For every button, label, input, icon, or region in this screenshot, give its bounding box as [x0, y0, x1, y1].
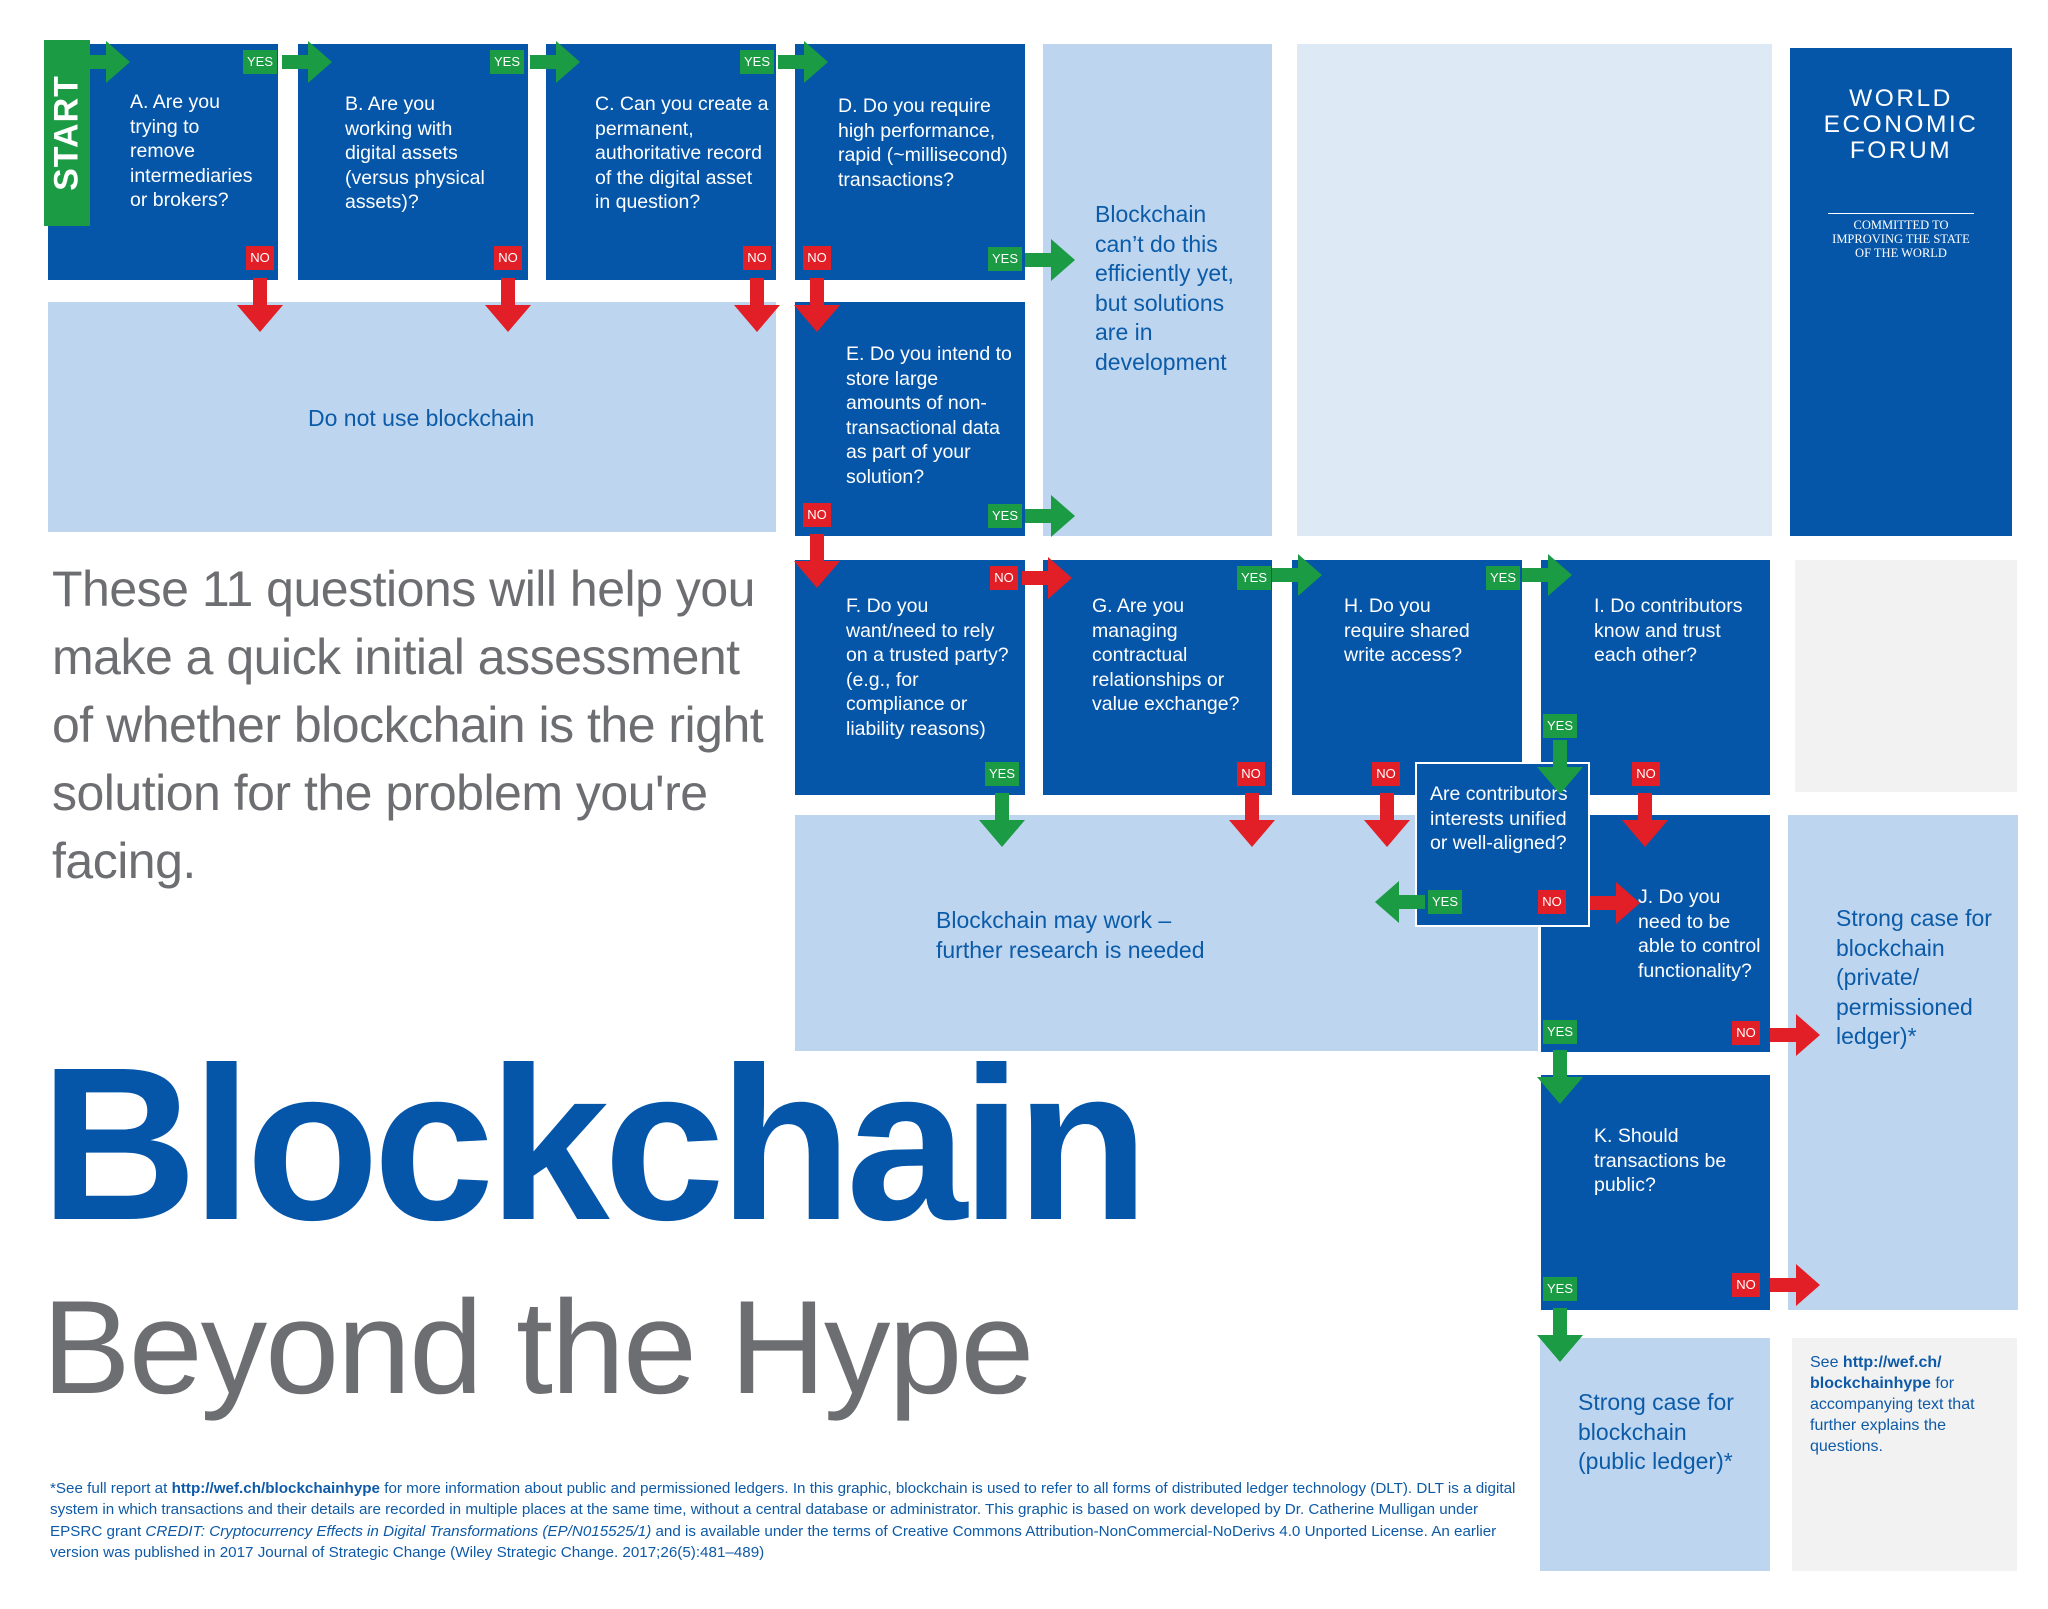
question-b-text: B. Are you working with digital assets (… — [345, 93, 485, 213]
result-cant-yet-panel — [1043, 44, 1272, 536]
question-g-text: G. Are you managing contractual relation… — [1092, 595, 1240, 715]
arrow-d-no — [794, 278, 840, 332]
question-h-text: H. Do you require shared write access? — [1344, 595, 1470, 666]
arrow-h-yes — [1522, 554, 1572, 596]
arrow-start-yes — [80, 41, 130, 83]
result-public-text: Strong case for blockchain (public ledge… — [1578, 1389, 1734, 1474]
question-c-text: C. Can you create a permanent, authorita… — [595, 93, 769, 213]
tag-b-no: NO — [494, 246, 522, 270]
see-note: See http://wef.ch/ blockchainhype for ac… — [1810, 1354, 1975, 1455]
arrow-i-no — [1622, 793, 1668, 847]
tag-k-yes: YES — [1543, 1277, 1577, 1301]
question-f-box — [795, 560, 1025, 795]
arrow-c-yes — [778, 41, 828, 83]
arrow-j-no — [1770, 1014, 1820, 1056]
arrow-i-yes — [1537, 740, 1583, 794]
arrow-e-yes — [1025, 495, 1075, 537]
tag-j-yes: YES — [1543, 1020, 1577, 1044]
intro-text: These 11 questions will help you make a … — [52, 561, 764, 889]
arrow-a-no — [237, 278, 283, 332]
tag-j-no: NO — [1732, 1021, 1760, 1045]
tag-interests-no: NO — [1538, 890, 1566, 914]
result-public-panel — [1540, 1338, 1770, 1571]
title-sub: Beyond the Hype — [42, 1274, 1034, 1422]
wef-logo: WORLD ECONOMIC FORUM COMMITTED TO IMPROV… — [1790, 48, 2012, 536]
tag-c-yes: YES — [740, 50, 774, 74]
arrow-c-no — [734, 278, 780, 332]
question-j-text: J. Do you need to be able to control fun… — [1638, 886, 1761, 982]
tag-g-no: NO — [1237, 762, 1265, 786]
arrow-k-no — [1770, 1264, 1820, 1306]
footnote-link[interactable]: http://wef.ch/blockchainhype — [171, 1480, 381, 1497]
empty-panel — [1297, 44, 1772, 536]
question-f-text: F. Do you want/need to rely on a trusted… — [846, 595, 1009, 740]
empty-grey-panel — [1795, 560, 2017, 792]
question-b-box — [298, 44, 528, 280]
tag-d-no: NO — [803, 246, 831, 270]
tag-k-no: NO — [1732, 1273, 1760, 1297]
footnote: *See full report at http://wef.ch/blockc… — [50, 1480, 1516, 1561]
question-d-box — [795, 44, 1025, 280]
question-k-text: K. Should transactions be public? — [1594, 1125, 1727, 1196]
result-private-panel — [1788, 815, 2018, 1310]
arrow-k-yes — [1537, 1308, 1583, 1362]
tag-i-no: NO — [1632, 762, 1660, 786]
arrow-f-yes — [979, 793, 1025, 847]
arrow-d-yes — [1025, 239, 1075, 281]
title-main: Blockchain — [40, 1023, 1149, 1266]
question-a-text: A. Are you trying to remove intermediari… — [130, 91, 253, 211]
arrow-a-yes — [282, 41, 332, 83]
tag-interests-yes: YES — [1428, 890, 1462, 914]
tag-g-yes: YES — [1237, 566, 1271, 590]
question-d-text: D. Do you require high performance, rapi… — [838, 95, 1008, 191]
tag-f-yes: YES — [985, 762, 1019, 786]
see-note-link[interactable]: http://wef.ch/ blockchainhype — [1810, 1354, 1942, 1392]
question-c-box — [546, 44, 776, 280]
wef-name: WORLD ECONOMIC FORUM — [1823, 85, 1979, 164]
result-do-not-use-panel — [48, 302, 776, 532]
question-e-text: E. Do you intend to store large amounts … — [846, 343, 1012, 488]
result-cant-yet-text: Blockchain can’t do this efficiently yet… — [1095, 201, 1234, 375]
arrow-h-no — [1364, 793, 1410, 847]
question-i-box — [1541, 560, 1770, 795]
tag-e-yes: YES — [988, 504, 1022, 528]
arrow-e-no — [794, 534, 840, 588]
arrow-interests-no — [1590, 882, 1640, 924]
tag-f-no: NO — [990, 566, 1018, 590]
result-may-work-text: Blockchain may work – further research i… — [936, 907, 1205, 963]
question-i-text: I. Do contributors know and trust each o… — [1594, 595, 1743, 666]
wef-divider — [1828, 213, 1974, 214]
result-private-text: Strong case for blockchain (private/ per… — [1836, 905, 1992, 1049]
arrow-f-no — [1022, 557, 1072, 599]
tag-a-yes: YES — [243, 50, 277, 74]
start-marker: START — [44, 40, 90, 226]
tag-h-yes: YES — [1486, 566, 1520, 590]
tag-d-yes: YES — [988, 247, 1022, 271]
question-e-box — [795, 302, 1025, 536]
question-g-box — [1043, 560, 1272, 795]
question-interests-text: Are contributors interests unified or we… — [1430, 783, 1568, 854]
tag-e-no: NO — [803, 503, 831, 527]
see-note-panel — [1792, 1338, 2017, 1571]
arrow-b-yes — [530, 41, 580, 83]
question-h-box — [1292, 560, 1522, 795]
arrow-j-yes — [1537, 1050, 1583, 1104]
arrow-b-no — [485, 278, 531, 332]
tag-i-yes: YES — [1543, 714, 1577, 738]
arrow-interests-yes — [1375, 881, 1425, 923]
wef-tagline: COMMITTED TO IMPROVING THE STATE OF THE … — [1832, 218, 1970, 260]
tag-c-no: NO — [743, 246, 771, 270]
tag-b-yes: YES — [490, 50, 524, 74]
tag-h-no: NO — [1372, 762, 1400, 786]
tag-a-no: NO — [246, 246, 274, 270]
arrow-g-yes — [1272, 554, 1322, 596]
result-may-work-panel — [795, 815, 1538, 1051]
question-k-box — [1541, 1075, 1770, 1310]
result-do-not-use-text: Do not use blockchain — [308, 405, 535, 431]
arrow-g-no — [1229, 793, 1275, 847]
